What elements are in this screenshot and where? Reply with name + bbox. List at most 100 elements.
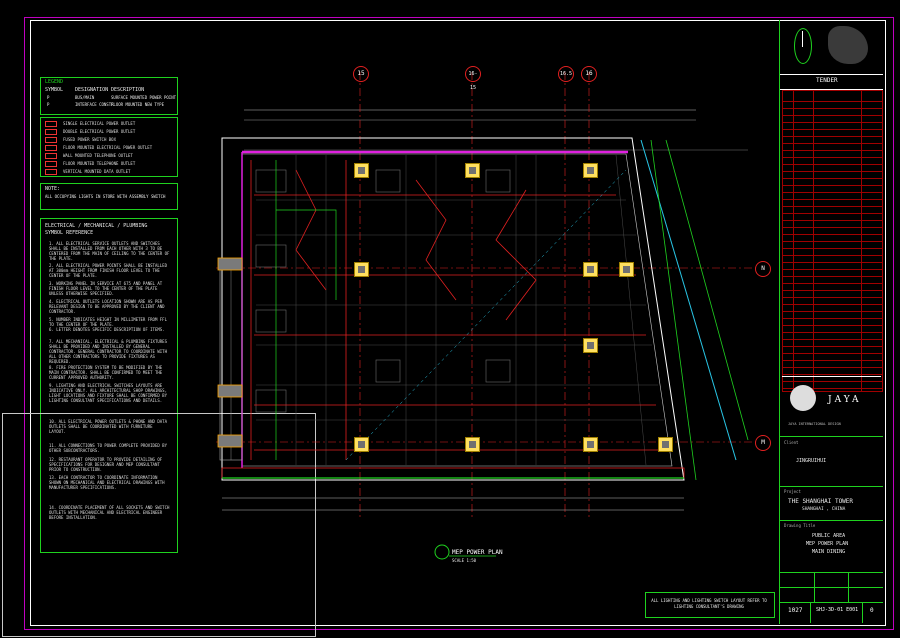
legend-symbols-box: SINGLE ELECTRICAL POWER OUTLET DOUBLE EL…: [40, 117, 178, 177]
structural-column: [465, 437, 480, 452]
plan-scale: SCALE 1:50: [452, 558, 477, 563]
bottom-note-box: ALL LIGHTING AND LIGHTING SWITCH LAYOUT …: [645, 592, 775, 618]
client-label: Client: [784, 440, 799, 445]
tender-title: TENDER: [816, 77, 838, 84]
legend-item: DOUBLE ELECTRICAL POWER OUTLET: [45, 129, 175, 135]
legend-header-description: DESCRIPTION: [111, 87, 145, 93]
legend-item: SINGLE ELECTRICAL POWER OUTLET: [45, 121, 175, 127]
grid-bubble-15: 15: [353, 66, 369, 82]
firm-logo: JAYA JAYA INTERNATIONAL DESIGN: [782, 376, 881, 435]
bottom-note-text: ALL LIGHTING AND LIGHTING SWITCH LAYOUT …: [651, 598, 767, 609]
floor-plan-drawing[interactable]: [196, 60, 776, 580]
structural-column: [354, 437, 369, 452]
grid-bubble-m: M: [755, 435, 771, 451]
drawing-number-row: 1027 SHJ-3D-01 E001 0: [780, 602, 883, 623]
project-label: Project: [784, 489, 801, 494]
revision-table[interactable]: [782, 90, 883, 392]
structural-column: [354, 163, 369, 178]
legend-item-label: FUSED POWER SWITCH BOX: [63, 137, 116, 142]
drawing-number: SHJ-3D-01 E001: [816, 607, 859, 613]
key-plan: [782, 22, 881, 72]
symbol-reference-title: ELECTRICAL / MECHANICAL / PLUMBING SYMBO…: [45, 223, 148, 236]
selection-window[interactable]: [2, 413, 316, 637]
structural-column: [583, 338, 598, 353]
drawing-title-line: PUBLIC AREA: [812, 533, 846, 539]
north-arrow-icon: [794, 28, 812, 64]
job-number: 1027: [788, 607, 803, 614]
grid-bubble-16-15: 16-15: [465, 66, 481, 91]
reference-paragraph: 10. ALL ELECTRICAL POWER OUTLETS & PHONE…: [49, 419, 168, 434]
drawing-title-label: Drawing Title: [784, 523, 816, 528]
outlet-symbol-icon: [45, 145, 57, 151]
structural-column: [619, 262, 634, 277]
reference-paragraph: 2. ALL ELECTRICAL POWER POINTS SHALL BE …: [49, 263, 168, 278]
outlet-symbol-icon: [45, 121, 57, 127]
legend-row-description: SURFACE MOUNTED POWER POINT: [111, 95, 177, 100]
grid-bubble-n: N: [755, 261, 771, 277]
drawing-title-line: MAIN DINING: [812, 549, 846, 555]
legend-row-symbol: P: [47, 95, 50, 100]
legend-item: VERTICAL MOUNTED DATA OUTLET: [45, 169, 175, 175]
legend-item-label: DOUBLE ELECTRICAL POWER OUTLET: [63, 129, 136, 134]
note-text: ALL OCCUPYING LIGHTS IN STORE WITH ASSEM…: [45, 194, 166, 199]
title-block: TENDER JAYA JAYA INTERNATIONAL DESIGN: [779, 20, 883, 624]
legend-row-designation: BUS/MAIN: [75, 95, 95, 100]
client-name: JINGRUIHUI: [796, 458, 827, 464]
drawing-title-section: Drawing Title PUBLIC AREA MEP POWER PLAN…: [780, 520, 883, 573]
legend-item-label: SINGLE ELECTRICAL POWER OUTLET: [63, 121, 136, 126]
reference-paragraph: 6. LETTER DENOTES SPECIFIC DESCRIPTION O…: [49, 327, 165, 332]
info-grid: [780, 572, 883, 603]
outlet-symbol-icon: [45, 129, 57, 135]
legend-header-symbol: SYMBOL: [45, 87, 64, 93]
project-location: SHANGHAI , CHINA: [802, 507, 846, 512]
legend-item: WALL MOUNTED TELEPHONE OUTLET: [45, 153, 175, 159]
legend-item: FUSED POWER SWITCH BOX: [45, 137, 175, 143]
reference-paragraph: 3. WORKING PANEL IN SERVICE AT 675 AND P…: [49, 281, 163, 296]
legend-item-label: FLOOR MOUNTED TELEPHONE OUTLET: [63, 161, 136, 166]
structural-column: [658, 437, 673, 452]
key-plan-thumbnail: [828, 26, 868, 64]
reference-paragraph: 14. COORDINATE PLACEMENT OF ALL SOCKETS …: [49, 505, 170, 520]
legend-item-label: WALL MOUNTED TELEPHONE OUTLET: [63, 153, 133, 158]
legend-item: FLOOR MOUNTED TELEPHONE OUTLET: [45, 161, 175, 167]
project-section: Project THE SHANGHAI TOWER SHANGHAI , CH…: [780, 486, 883, 519]
note-box: NOTE: ALL OCCUPYING LIGHTS IN STORE WITH…: [40, 183, 178, 210]
outlet-symbol-icon: [45, 169, 57, 175]
reference-paragraph: 4. ELECTRICAL OUTLETS LOCATION SHOWN ARE…: [49, 299, 165, 314]
tender-header: TENDER: [780, 74, 883, 90]
symbol-reference-box: ELECTRICAL / MECHANICAL / PLUMBING SYMBO…: [40, 218, 178, 553]
reference-paragraph: 8. FIRE PROTECTION SYSTEM TO BE MODIFIED…: [49, 365, 163, 380]
legend-row-symbol: P: [47, 102, 50, 107]
reference-paragraph: 1. ALL ELECTRICAL SERVICE OUTLETS AND SW…: [49, 241, 170, 261]
legend-item: FLOOR MOUNTED ELECTRICAL POWER OUTLET: [45, 145, 175, 151]
reference-paragraph: 5. NUMBER INDICATES HEIGHT IN MILLIMETER…: [49, 317, 168, 327]
client-section: Client JINGRUIHUI: [780, 436, 883, 493]
legend-item-label: VERTICAL MOUNTED DATA OUTLET: [63, 169, 131, 174]
project-name: THE SHANGHAI TOWER: [788, 498, 854, 505]
drawing-title-line: MEP POWER PLAN: [806, 541, 849, 547]
logo-emblem-icon: [790, 385, 816, 411]
structural-column: [465, 163, 480, 178]
grid-bubble-16: 16: [581, 66, 597, 82]
reference-paragraph: 12. RESTAURANT OPERATOR TO PROVIDE DETAI…: [49, 457, 163, 472]
outlet-symbol-icon: [45, 137, 57, 143]
outlet-symbol-icon: [45, 161, 57, 167]
sheet-outer-frame: [24, 17, 894, 630]
reference-paragraph: 13. EACH CONTRACTOR TO COORDINATE INFORM…: [49, 475, 165, 490]
legend-row-description: FLOOR MOUNTED NEW TYPE: [111, 102, 164, 107]
reference-paragraph: 9. LIGHTING AND ELECTRICAL SWITCHES LAYO…: [49, 383, 168, 403]
structural-column: [583, 163, 598, 178]
firm-subline: JAYA INTERNATIONAL DESIGN: [788, 422, 841, 426]
grid-bubble-16-5: 16.5: [558, 66, 574, 82]
sheet-inner-frame: [30, 20, 886, 626]
legend-box: LEGEND SYMBOL DESIGNATION DESCRIPTION P …: [40, 77, 178, 115]
revision-number: 0: [870, 607, 874, 614]
structural-column: [354, 262, 369, 277]
structural-column: [583, 437, 598, 452]
reference-paragraph: 11. ALL CONNECTIONS TO POWER COMPLETE PR…: [49, 443, 168, 453]
firm-name: JAYA: [828, 395, 862, 405]
legend-title: LEGEND: [45, 79, 64, 85]
reference-paragraph: 7. ALL MECHANICAL, ELECTRICAL & PLUMBING…: [49, 339, 168, 364]
note-title: NOTE:: [45, 186, 61, 192]
outlet-symbol-icon: [45, 153, 57, 159]
